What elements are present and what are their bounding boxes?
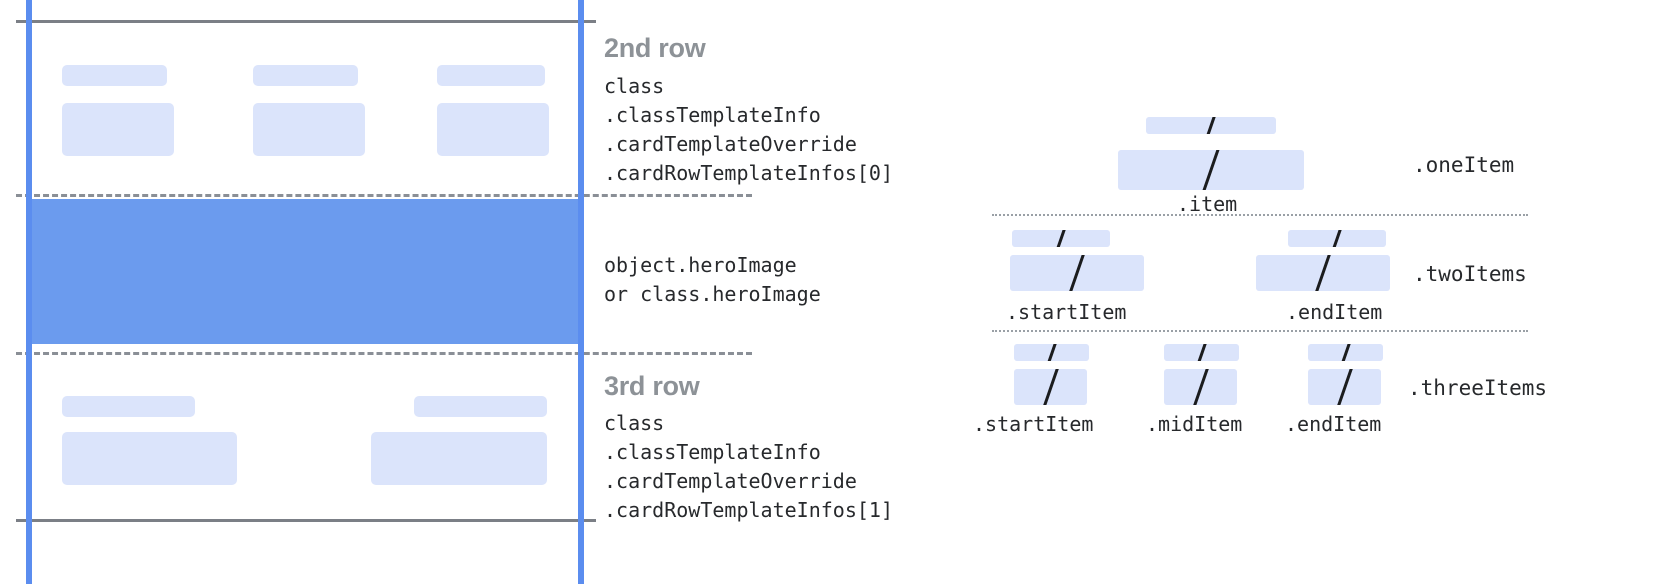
item-slot-label-three-end: .endItem (1285, 412, 1382, 436)
item-thin-bar-two-end (1288, 230, 1386, 247)
item-group-label-one-item: .oneItem (1413, 153, 1515, 177)
slash-icon (1041, 369, 1060, 405)
placeholder-value-r3c1 (62, 432, 237, 485)
slash-icon (1067, 255, 1087, 291)
item-slot-label-three-start: .startItem (973, 412, 1094, 436)
row-separator-bottom (16, 352, 752, 355)
placeholder-label-r3c2 (414, 396, 547, 417)
item-slot-label-two-end: .endItem (1286, 300, 1383, 324)
item-thin-bar-three-mid (1164, 344, 1239, 361)
slash-icon (1045, 344, 1058, 361)
annotation-heading-third-row: 3rd row (604, 371, 700, 401)
annotation-code-third-row: class .classTemplateInfo .cardTemplateOver… (604, 409, 893, 525)
card-bottom-rule (16, 519, 596, 522)
item-box-two-start (1010, 255, 1144, 291)
code-line: object.heroImage (604, 253, 797, 277)
item-slot-label-two-start: .startItem (1006, 300, 1127, 324)
code-line: .classTemplateInfo (604, 103, 821, 127)
slash-icon (1191, 369, 1210, 405)
guide-line-left (26, 0, 32, 584)
slash-icon (1205, 117, 1217, 134)
item-slot-label-item: .item (1177, 192, 1238, 216)
placeholder-label-r2c2 (253, 65, 358, 86)
item-box-two-end (1256, 255, 1390, 291)
annotation-code-hero: object.heroImage or class.heroImage (604, 251, 821, 309)
slash-icon (1339, 344, 1352, 361)
placeholder-label-r2c1 (62, 65, 167, 86)
slash-icon (1195, 344, 1208, 361)
item-group-label-three-items: .threeItems (1408, 376, 1548, 400)
slash-icon (1200, 150, 1222, 190)
item-slot-label-three-mid: .midItem (1146, 412, 1243, 436)
item-group-separator-2 (992, 330, 1528, 332)
placeholder-value-r3c2 (371, 432, 547, 485)
item-box-three-end (1308, 369, 1381, 405)
slash-icon (1335, 369, 1354, 405)
code-line: or class.heroImage (604, 282, 821, 306)
item-thin-bar-two-start (1012, 230, 1110, 247)
hero-image-band (29, 199, 582, 344)
code-line: class (604, 74, 665, 98)
slash-icon (1313, 255, 1333, 291)
placeholder-value-r2c3 (437, 103, 549, 156)
card-top-rule (16, 20, 596, 23)
placeholder-label-r3c1 (62, 396, 195, 417)
item-thin-bar-three-start (1014, 344, 1089, 361)
item-thin-bar-one (1146, 117, 1276, 134)
item-group-label-two-items: .twoItems (1413, 262, 1527, 286)
row-separator-top (16, 194, 752, 197)
code-line: .cardRowTemplateInfos[1] (604, 498, 893, 522)
code-line: class (604, 411, 665, 435)
code-line: .classTemplateInfo (604, 440, 821, 464)
item-box-three-mid (1164, 369, 1237, 405)
code-line: .cardRowTemplateInfos[0] (604, 161, 893, 185)
guide-line-right (578, 0, 584, 584)
item-group-separator-1 (992, 214, 1528, 216)
placeholder-label-r2c3 (437, 65, 545, 86)
placeholder-value-r2c1 (62, 103, 174, 156)
item-box-three-start (1014, 369, 1087, 405)
code-line: .cardTemplateOverride (604, 132, 857, 156)
item-box-one (1118, 150, 1304, 190)
annotation-code-second-row: class .classTemplateInfo .cardTemplateOver… (604, 72, 893, 188)
slash-icon (1055, 230, 1067, 247)
code-line: .cardTemplateOverride (604, 469, 857, 493)
placeholder-value-r2c2 (253, 103, 365, 156)
annotation-heading-second-row: 2nd row (604, 33, 706, 63)
item-thin-bar-three-end (1308, 344, 1383, 361)
slash-icon (1331, 230, 1343, 247)
